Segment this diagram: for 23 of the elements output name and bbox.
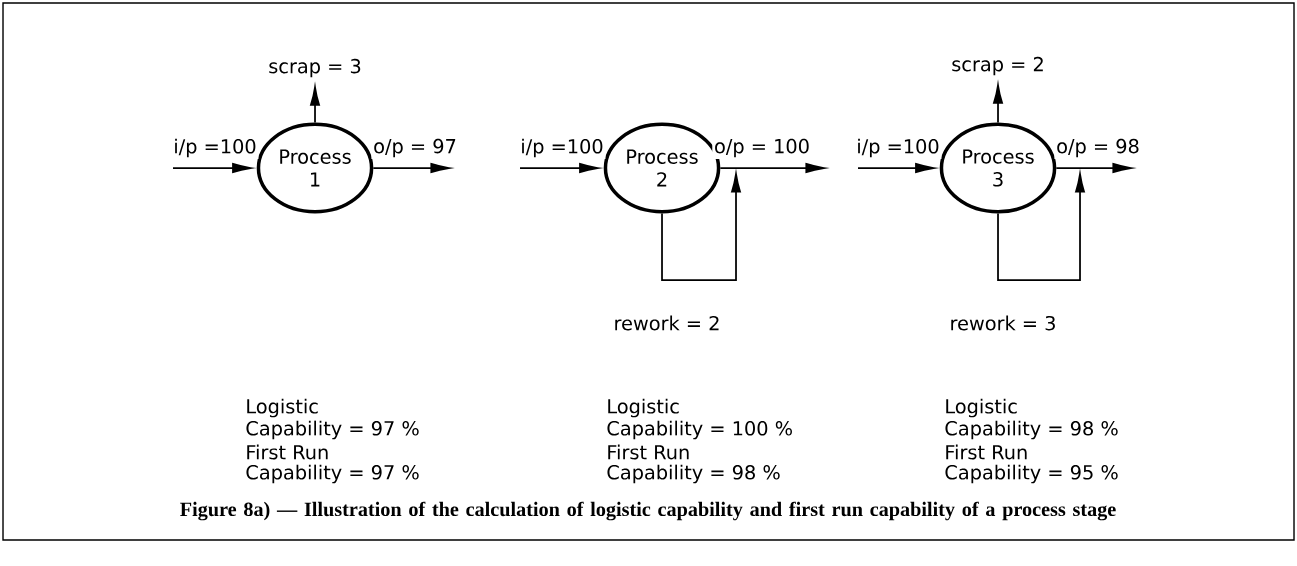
capability-text: Capability = 98 % (607, 464, 780, 484)
edge-label: i/p =100 (518, 136, 606, 160)
capability-text: Logistic (946, 398, 1017, 418)
edge-label: i/p =100 (171, 136, 259, 160)
capability-text: First Run (946, 444, 1027, 460)
capability-text: Capability = 97 % (246, 420, 419, 440)
scrap-label: scrap = 2 (952, 56, 1043, 76)
edge-label: o/p = 98 (1054, 137, 1142, 159)
capability-text: Capability = 95 % (945, 464, 1118, 484)
edge-label: i/p =100 (854, 136, 942, 160)
capability-text: First Run (247, 444, 328, 460)
capability-text: First Run (608, 444, 689, 460)
capability-text: Logistic (608, 398, 679, 418)
edge-label: o/p = 100 (712, 137, 812, 159)
scrap-label: scrap = 3 (269, 58, 361, 78)
edge-label: rework = 2 (611, 313, 723, 333)
capability-text: Capability = 100 % (607, 420, 792, 440)
edge-label: o/p = 97 (371, 137, 459, 159)
edge-label: rework = 3 (947, 313, 1059, 333)
capability-text: Capability = 97 % (246, 464, 419, 484)
capability-text: Capability = 98 % (945, 420, 1118, 440)
figure-caption: Figure 8a) — Illustration of the calculation of logistic capability and first run capability of a process stage (180, 501, 1116, 521)
capability-text: Logistic (247, 398, 318, 418)
